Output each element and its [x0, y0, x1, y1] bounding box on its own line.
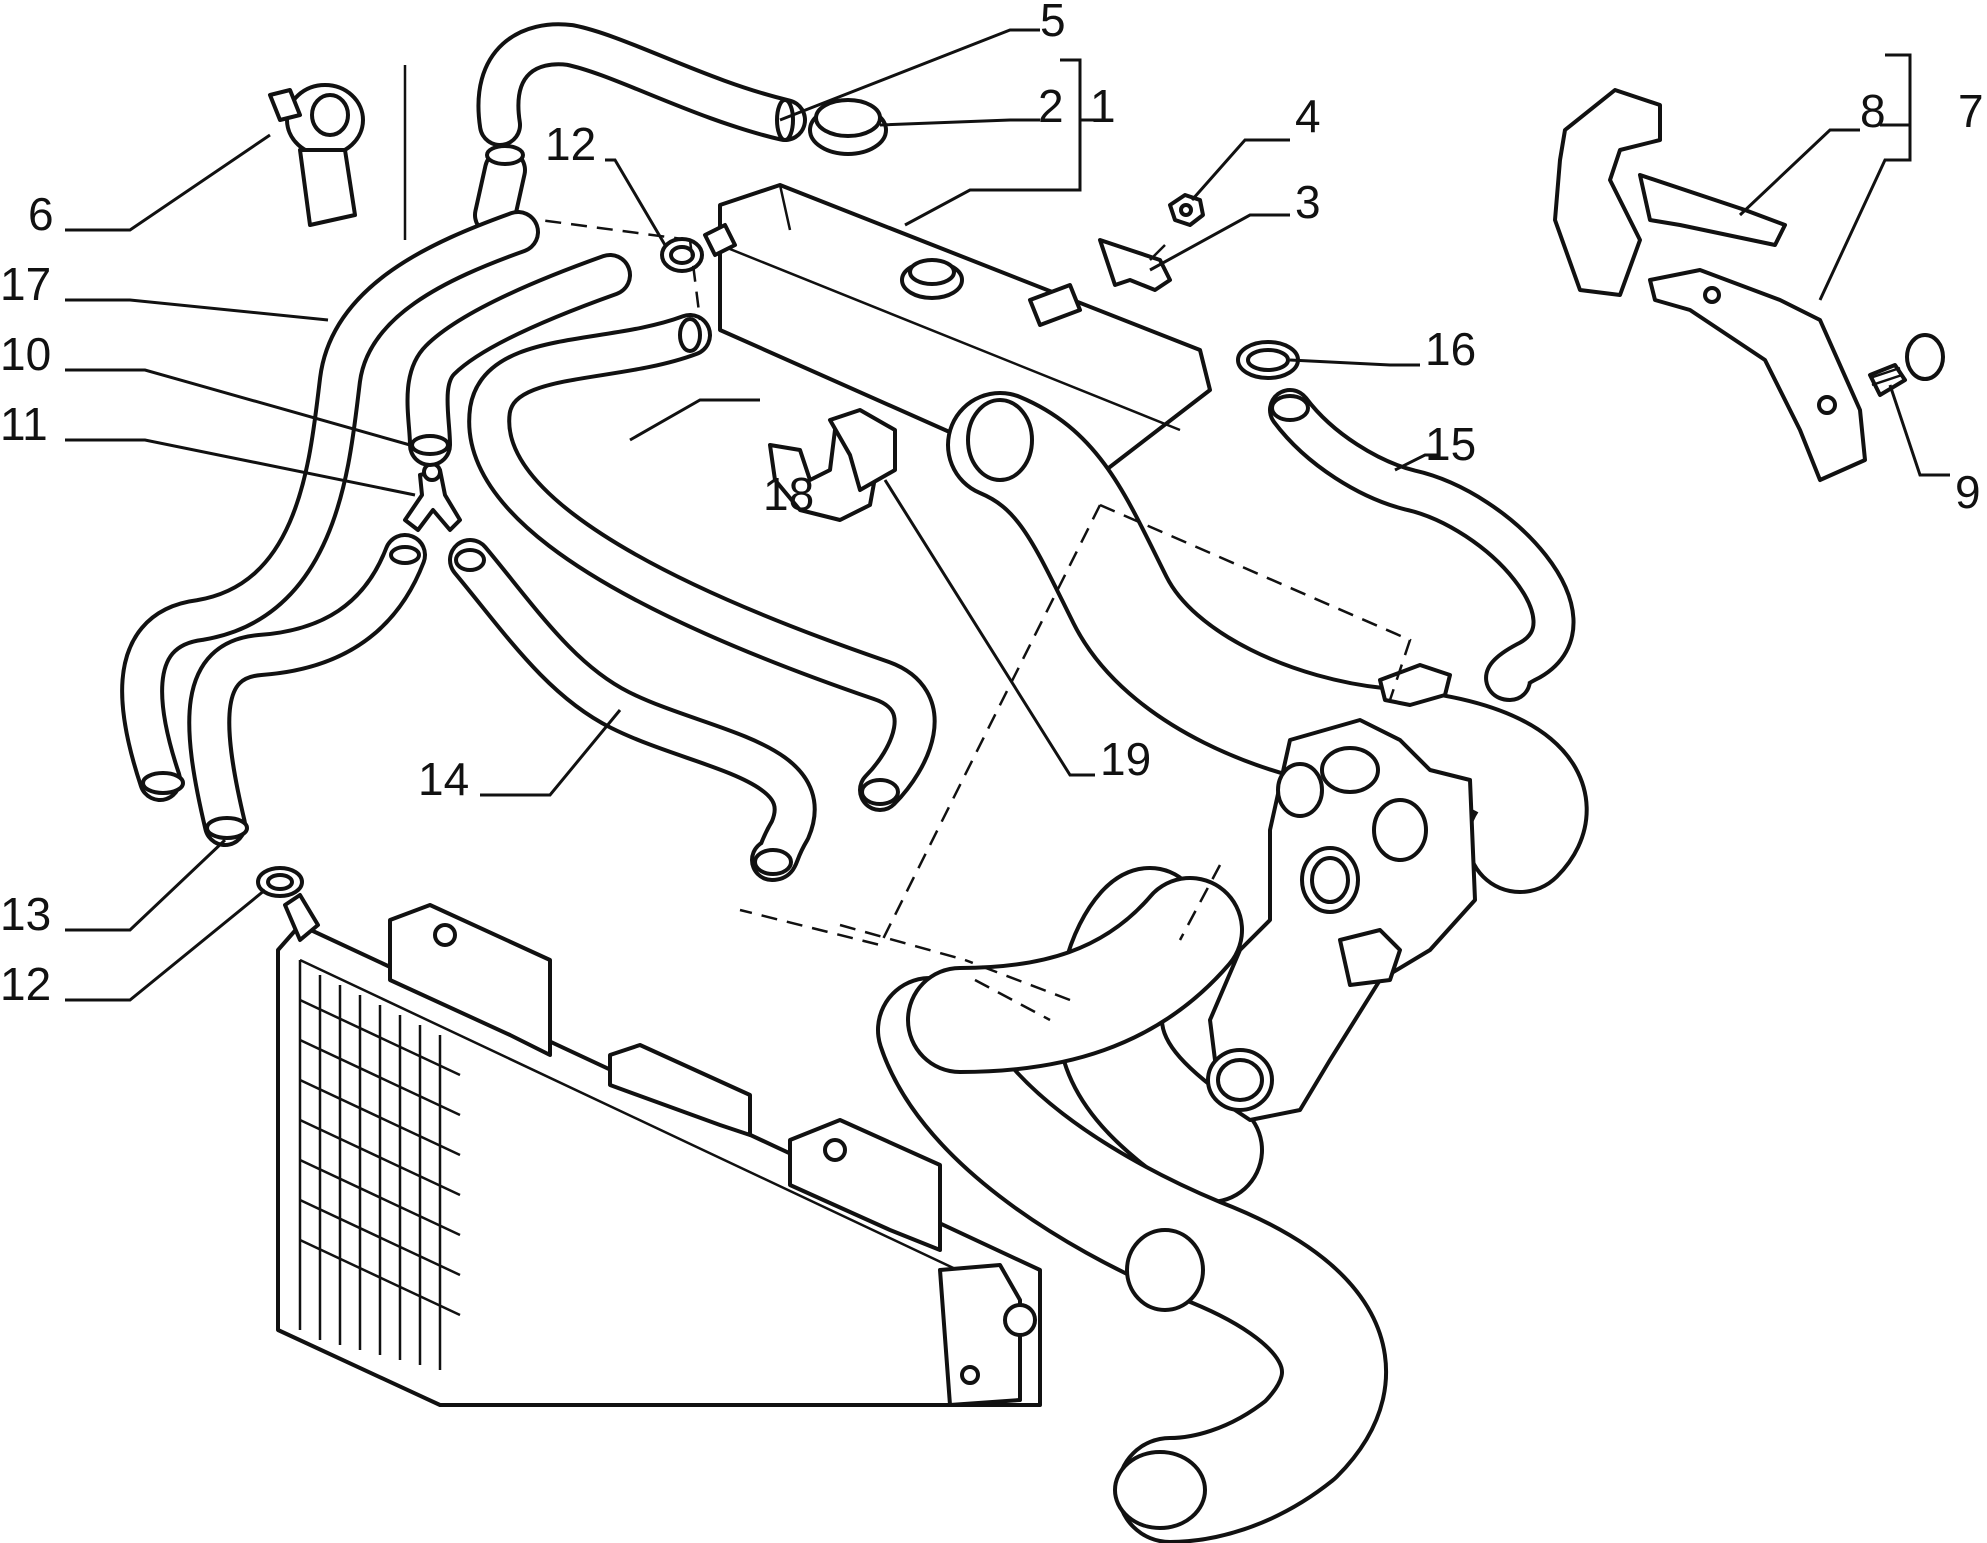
callout-3: 3 [1295, 176, 1321, 228]
mounting-bracket-8 [1553, 88, 1787, 297]
callout-8: 8 [1860, 85, 1886, 137]
callout-7: 7 [1958, 85, 1984, 137]
callout-6: 6 [28, 188, 54, 240]
callout-2: 2 [1038, 80, 1064, 132]
callout-17: 17 [0, 258, 51, 310]
large-lower-hose [876, 866, 1388, 1543]
double-clip [768, 408, 897, 522]
callout-13: 13 [0, 888, 51, 940]
hose-10 [405, 253, 632, 467]
hose-14 [448, 538, 817, 882]
hose-5 [473, 22, 807, 237]
callout-4: 4 [1295, 90, 1321, 142]
y-connector [403, 462, 462, 532]
push-clip [268, 65, 407, 240]
thermostat-housing [1206, 663, 1477, 1122]
callout-1: 1 [1090, 80, 1116, 132]
radiator [276, 893, 1042, 1407]
callout-9: 9 [1955, 466, 1981, 518]
callout-11: 11 [0, 398, 48, 450]
hose-13 [187, 533, 427, 847]
callout-5: 5 [1040, 0, 1066, 46]
callout-leaders [65, 28, 1950, 1002]
callout-16: 16 [1425, 323, 1476, 375]
hose-18 [467, 313, 937, 812]
assembly-lines [539, 218, 1412, 1022]
callout-15: 15 [1425, 418, 1476, 470]
tank-cap [808, 98, 888, 156]
callout-14: 14 [418, 753, 469, 805]
large-upper-hose [946, 391, 1589, 894]
hose-clamp-upper [660, 237, 704, 273]
hose-clamp-lower [256, 866, 304, 898]
callout-12-lower: 12 [0, 958, 51, 1010]
callout-18: 18 [763, 468, 814, 520]
hose-15 [1268, 388, 1576, 702]
hose-17 [120, 210, 540, 802]
bolt-9 [1868, 333, 1945, 397]
hose-clamp-16 [1236, 340, 1300, 380]
callout-12-upper: 12 [545, 118, 596, 170]
nut [1168, 193, 1205, 227]
mounting-bracket-7 [1648, 268, 1867, 482]
callout-19: 19 [1100, 733, 1151, 785]
callout-labels: 1 2 3 4 5 6 7 8 9 10 11 12 12 13 14 15 1… [0, 0, 1984, 1010]
callout-10: 10 [0, 328, 51, 380]
bleed-screw [1098, 238, 1172, 292]
expansion-tank [703, 183, 1212, 492]
